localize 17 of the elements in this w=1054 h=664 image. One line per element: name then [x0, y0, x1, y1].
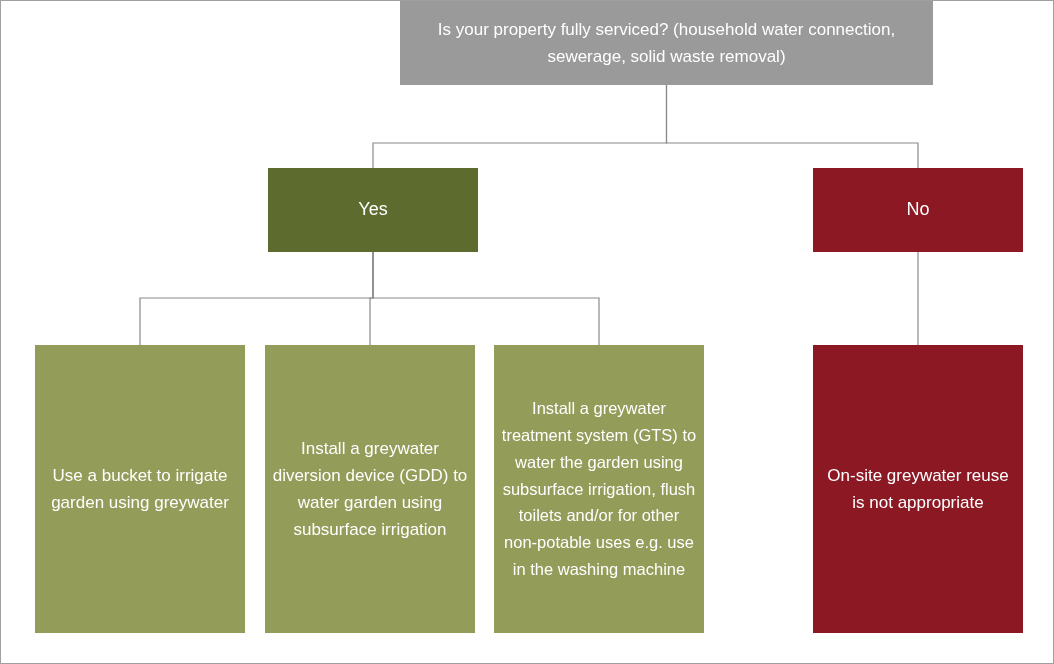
box-text: Yes	[358, 198, 388, 222]
box-text: On-site greywater reuse is not appropriate	[826, 464, 1010, 514]
flowchart-box	[268, 168, 478, 252]
connector-line	[372, 251, 600, 346]
flowchart-box	[35, 345, 245, 633]
flowchart-box	[265, 345, 475, 633]
box-text: Use a bucket to irrigate garden using greywater	[50, 464, 230, 514]
flowchart-box	[494, 345, 704, 633]
connector-line	[665, 84, 919, 169]
connector-line	[917, 251, 919, 346]
flowchart-box	[813, 168, 1023, 252]
box-text: Install a greywater treatment system (GTS) to water the garden using subsurface irrigation, flush toilets and/or for other non-potable uses e.g. use in the washing machine	[500, 397, 698, 581]
box-text: Is your property fully serviced? (household water connection, sewerage, solid waste removal)	[436, 18, 897, 68]
box-text: Install a greywater diversion device (GDD) to water garden using subsurface irrigation	[271, 437, 469, 542]
flowchart-box	[813, 345, 1023, 633]
box-text: No	[906, 198, 930, 222]
flowchart-box	[400, 1, 933, 85]
